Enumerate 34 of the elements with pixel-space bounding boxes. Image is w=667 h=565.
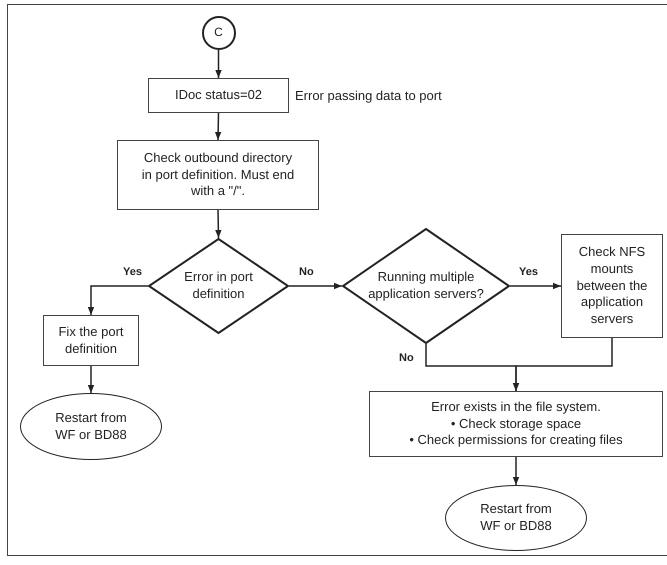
node-text: Restart from WF or BD88 — [479, 501, 553, 535]
decision-diamond — [148, 238, 289, 334]
node-note: Error passing data to port — [295, 88, 442, 103]
process-box — [43, 315, 139, 366]
arrow — [289, 282, 342, 290]
node-text: Error in port definition — [183, 269, 254, 303]
edge-label: No — [398, 352, 415, 364]
node-text: Error exists in the file system. — [431, 398, 601, 416]
arrow — [512, 457, 520, 485]
decision-diamond — [342, 228, 510, 344]
node-text: Check NFS mounts between the application servers — [576, 244, 648, 328]
process-box — [117, 140, 319, 210]
node-text: IDoc status=02 — [174, 87, 262, 104]
arrow — [214, 112, 222, 140]
arrow — [215, 50, 222, 78]
node-text: C — [214, 25, 223, 41]
bullet-item: • Check permissions for creating files — [409, 432, 623, 450]
node-text: Check outbound directory in port definition. Must end with a "/". — [140, 150, 296, 200]
arrow — [510, 282, 561, 290]
edge-label: No — [298, 266, 315, 278]
arrow — [512, 338, 613, 391]
arrow — [215, 210, 222, 238]
connector-circle — [202, 16, 236, 50]
edge-label: Yes — [518, 266, 539, 278]
process-box — [561, 234, 663, 338]
arrow — [88, 366, 94, 393]
process-box — [369, 391, 663, 457]
process-box — [148, 78, 289, 113]
bullet-item: • Check storage space — [450, 416, 582, 432]
arrow — [88, 285, 148, 315]
node-text: Fix the port definition — [57, 324, 125, 358]
edge-label: Yes — [122, 266, 143, 278]
node-text: Running multiple application servers? — [367, 269, 485, 303]
node-text: Restart from WF or BD88 — [54, 410, 128, 444]
